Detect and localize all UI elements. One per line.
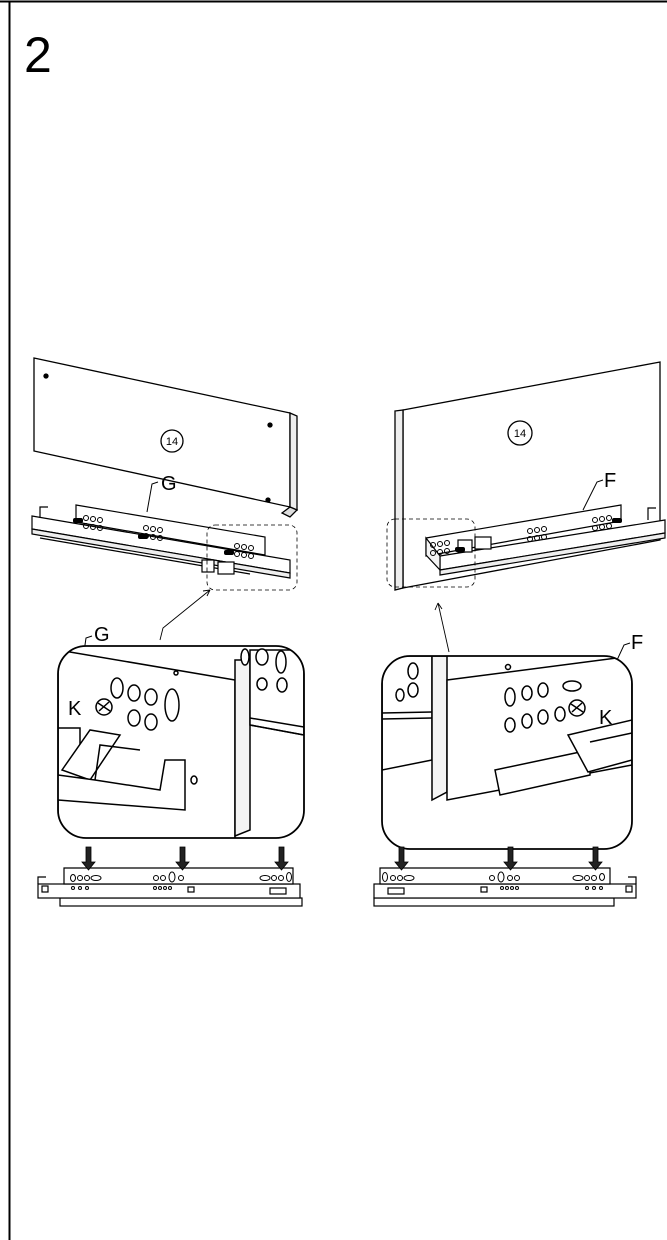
detail-label-f: F [631, 632, 643, 654]
left-detail-frame [57, 645, 305, 839]
left-detail-view [58, 646, 304, 838]
right-highlight-box [386, 518, 476, 588]
detail-label-g: G [94, 624, 110, 646]
right-arrows [394, 846, 603, 871]
right-rail-holes [430, 515, 612, 556]
left-drawer-rail [31, 504, 291, 579]
part-number-label-right: 14 [514, 428, 526, 440]
rail-f-leader [582, 479, 604, 511]
screw-label-left: K [68, 698, 82, 720]
right-drawer-rail [425, 504, 666, 576]
right-detail-frame [381, 655, 633, 850]
right-top-view [373, 867, 637, 907]
left-zoom-arrow [159, 589, 211, 641]
step-number: 2 [24, 27, 52, 83]
screw-label-right: K [599, 707, 613, 729]
left-arrows [81, 846, 289, 871]
left-highlight-box [206, 524, 298, 591]
part-number-label: 14 [166, 436, 178, 448]
left-top-view [37, 867, 303, 907]
left-rail-screws [73, 518, 234, 555]
right-rail-screws [455, 518, 622, 552]
rail-g-leader [146, 481, 159, 513]
rail-label-g: G [161, 473, 177, 495]
rail-label-f: F [604, 470, 616, 492]
right-detail-view [382, 656, 632, 849]
right-zoom-arrow [437, 602, 450, 653]
left-panel-assembly [33, 357, 299, 518]
